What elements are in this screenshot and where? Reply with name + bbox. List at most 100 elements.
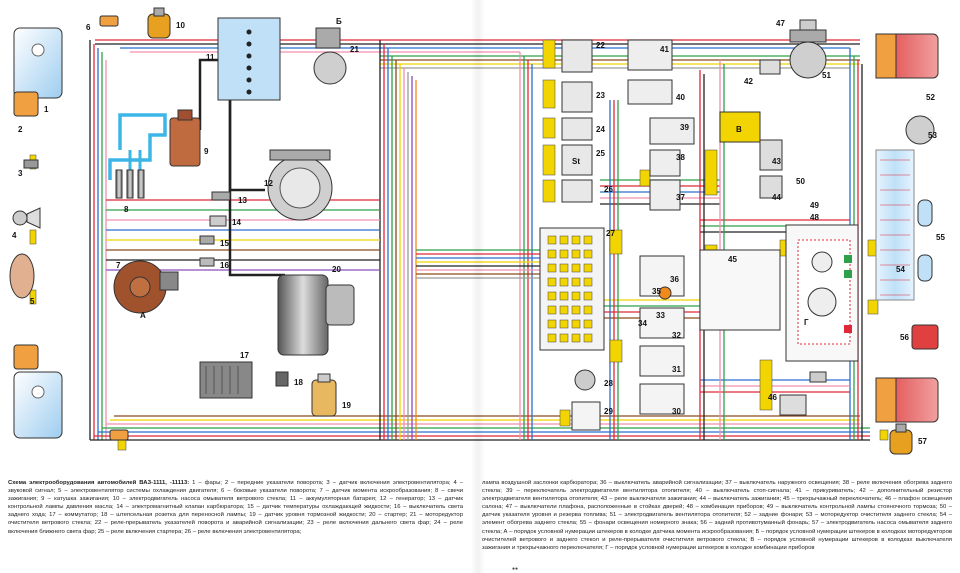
label-6: 6	[86, 23, 91, 32]
label-23: 23	[596, 91, 605, 100]
ignition-switch	[719, 111, 783, 199]
label-35: 35	[652, 287, 661, 296]
label-32: 32	[672, 331, 681, 340]
letter-v: В	[736, 125, 742, 134]
label-48: 48	[810, 213, 819, 222]
label-34: 34	[638, 319, 647, 328]
relay-st-label: St	[572, 157, 580, 166]
label-21: 21	[350, 45, 359, 54]
fuse-box	[539, 227, 605, 351]
caption-left-text: 1 – фары; 2 – передние указатели поворот…	[8, 480, 463, 535]
label-10: 10	[176, 21, 185, 30]
label-52a: 52	[926, 93, 935, 102]
label-11: 11	[206, 53, 215, 62]
fan-switch-sensor	[23, 159, 39, 169]
side-repeater-top	[99, 15, 119, 27]
battery	[217, 17, 281, 101]
caption-left: Схема электрооборудования автомобилей ВА…	[8, 479, 463, 536]
cooling-fan	[9, 253, 35, 299]
brake-fluid-sensor	[311, 373, 337, 417]
letter-g: Г	[804, 318, 809, 327]
wiper-motor-rear	[905, 115, 935, 145]
label-3: 3	[18, 169, 23, 178]
label-5: 5	[30, 297, 35, 306]
headlamp-left-bottom	[13, 371, 63, 439]
side-repeater-bottom	[109, 429, 129, 441]
door-switch-bottom	[809, 371, 827, 383]
label-1a: 1	[44, 105, 49, 114]
label-54: 54	[896, 265, 905, 274]
switch-panel	[571, 39, 695, 431]
washer-pump	[147, 7, 171, 39]
caption-title: Схема электрооборудования автомобилей ВА…	[8, 480, 190, 486]
label-22: 22	[596, 41, 605, 50]
label-28: 28	[604, 379, 613, 388]
label-24: 24	[596, 125, 605, 134]
plate-light-top	[917, 199, 933, 227]
oil-pressure-sensor	[211, 191, 231, 201]
page-fold	[471, 0, 485, 573]
headlamp-left-top	[13, 27, 63, 99]
rear-window-heater	[875, 149, 915, 301]
label-45: 45	[728, 255, 737, 264]
label-41: 41	[660, 45, 669, 54]
dome-light	[779, 394, 807, 416]
heater-fan-motor	[789, 29, 827, 79]
instrument-cluster	[785, 224, 859, 362]
letter-b: Б	[336, 17, 342, 26]
label-50: 50	[796, 177, 805, 186]
label-30: 30	[672, 407, 681, 416]
label-12: 12	[264, 179, 273, 188]
door-switch-top	[799, 19, 817, 31]
label-25: 25	[596, 149, 605, 158]
connector-blocks	[29, 39, 889, 451]
label-27: 27	[606, 229, 615, 238]
three-lever-switch	[699, 249, 781, 331]
spark-plugs	[115, 169, 145, 199]
ignition-commutator	[199, 361, 253, 399]
label-49: 49	[810, 201, 819, 210]
label-20: 20	[332, 265, 341, 274]
ignition-coil	[169, 109, 201, 167]
coolant-temp-sensor	[199, 235, 215, 245]
label-2a: 2	[18, 125, 23, 134]
label-7: 7	[116, 261, 121, 270]
caption-right-text: лампа воздушной заслонки карбюратора; 36…	[482, 480, 952, 551]
label-53: 53	[928, 131, 937, 140]
label-19: 19	[342, 401, 351, 410]
label-14: 14	[232, 218, 241, 227]
label-43: 43	[772, 157, 781, 166]
distributor-sensor	[113, 260, 179, 314]
label-47a: 47	[776, 19, 785, 28]
wiring-diagram-svg: St	[9, 7, 945, 455]
wiring-diagram: St	[9, 7, 945, 455]
label-29: 29	[604, 407, 613, 416]
label-40: 40	[676, 93, 685, 102]
label-4: 4	[12, 231, 17, 240]
wire-harness	[89, 39, 870, 441]
rear-fog-lamp	[911, 324, 939, 350]
lamp-socket	[275, 371, 289, 387]
carburetor-valve	[209, 215, 227, 227]
page-mark: ●●	[512, 566, 519, 572]
component-number-labels: 1 2 3 4 5 6 7 8 9 10 11 12 13 14 15 16 1…	[12, 17, 945, 446]
horn	[12, 207, 41, 229]
label-18: 18	[294, 378, 303, 387]
plate-light-bottom	[917, 254, 933, 282]
tail-lamp-bottom	[875, 377, 939, 423]
label-42: 42	[744, 77, 753, 86]
caption-right: лампа воздушной заслонки карбюратора; 36…	[482, 479, 952, 552]
heater-resistor	[759, 59, 781, 75]
label-55: 55	[936, 233, 945, 242]
label-8: 8	[124, 205, 129, 214]
label-51: 51	[822, 71, 831, 80]
label-39: 39	[680, 123, 689, 132]
label-13: 13	[238, 196, 247, 205]
label-15: 15	[220, 239, 229, 248]
turn-indicator-left-bottom	[13, 344, 39, 370]
label-26: 26	[604, 185, 613, 194]
turn-indicator-left-top	[13, 91, 39, 117]
relay-block	[561, 39, 593, 203]
label-44: 44	[772, 193, 781, 202]
letter-a: А	[140, 311, 146, 320]
